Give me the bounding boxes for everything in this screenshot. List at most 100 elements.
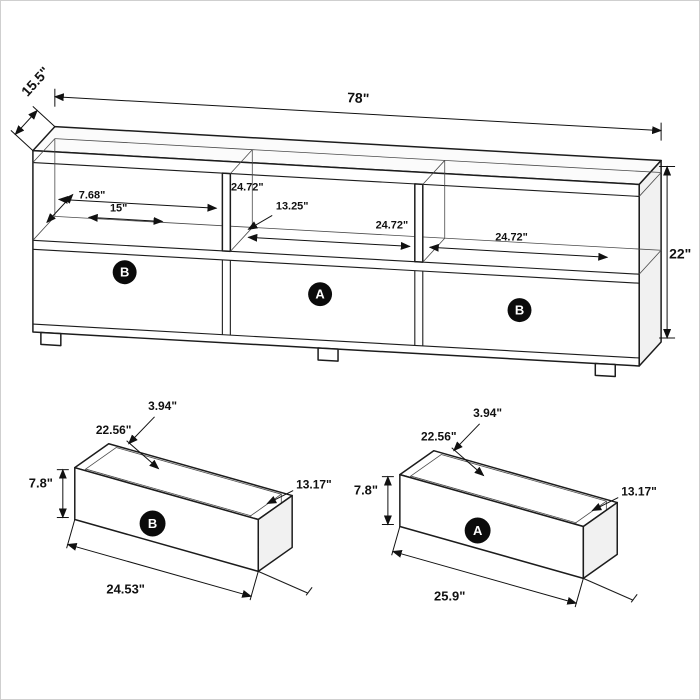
middle-opening-value: 13.25" <box>276 200 309 212</box>
edge-line <box>32 161 640 197</box>
dim-arrow <box>87 213 164 225</box>
foot <box>594 362 616 378</box>
dim-arrow <box>428 243 609 261</box>
rail-tick <box>305 586 313 596</box>
dim-drawer-b-depth: 22.56" <box>96 423 160 470</box>
dim-arrow <box>14 109 38 136</box>
edge-line <box>638 250 662 275</box>
foot <box>317 347 339 362</box>
console-drawer-fronts <box>32 259 640 359</box>
drawer-a-depth-value: 22.56" <box>421 430 457 444</box>
drawer-a-glide-rail <box>583 577 634 601</box>
console-drawing: B A B <box>32 125 662 378</box>
drawer-letter: B <box>120 265 129 280</box>
dim-middle-width: 24.72" <box>247 219 411 250</box>
base-rail-line <box>32 323 640 359</box>
drawer-b-letter: B <box>148 516 157 531</box>
foot <box>40 331 62 347</box>
shelf-bottom-edge <box>32 248 640 284</box>
leader-arrow <box>451 447 485 477</box>
console-height-value: 22" <box>669 245 691 261</box>
dim-arrow <box>391 550 578 605</box>
drawer-a-letter: A <box>473 523 483 538</box>
dim-drawer-b-inner: 13.17" <box>266 478 332 505</box>
middle-width-value: 24.72" <box>376 219 409 231</box>
dim-drawer-b-height: 7.8" <box>29 468 69 519</box>
edge-line <box>230 149 253 174</box>
left-width-value: 24.72" <box>231 181 264 193</box>
ext-line <box>32 106 56 128</box>
edge-line <box>638 172 662 197</box>
divider-front <box>414 183 424 263</box>
leader-arrow <box>127 416 155 445</box>
opening-depth-value: 7.68" <box>79 189 106 201</box>
label-circle <box>464 517 491 544</box>
drawer-a-drawing: A 7.8" 3.94" 22.56" 13.17" 25.9" <box>354 406 657 608</box>
shelf-front-edge <box>32 239 640 275</box>
dim-drawer-b-width: 24.53" <box>66 519 259 601</box>
dim-drawer-b-top: 3.94" <box>127 399 177 445</box>
dim-left-width: 24.72" <box>57 181 264 212</box>
divider-front <box>221 172 232 253</box>
drawer-a-height-value: 7.8" <box>354 483 378 498</box>
dim-left-opening: 15" <box>87 202 164 225</box>
drawer-b-top-value: 3.94" <box>148 399 177 413</box>
console-front-face <box>32 149 640 367</box>
drawer-b-width-value: 24.53" <box>106 581 145 596</box>
drawer-b-side-panel <box>257 494 293 573</box>
label-circle <box>507 298 532 323</box>
dim-middle-opening: 13.25" <box>247 200 309 230</box>
drawer-label-right: B <box>507 298 532 323</box>
ext-line <box>574 578 584 608</box>
leader-arrow <box>266 490 294 505</box>
drawer-letter: A <box>315 287 325 302</box>
right-width-value: 24.72" <box>495 231 528 243</box>
dim-drawer-a-depth: 22.56" <box>421 430 485 477</box>
left-opening-value: 15" <box>110 202 127 214</box>
drawer-b-drawing: B 7.8" 3.94" 22.56" 13.17" 24.53" <box>29 399 332 601</box>
drawer-a-top-value: 3.94" <box>473 406 502 420</box>
drawer-letter: B <box>515 303 524 318</box>
dim-drawer-a-height: 7.8" <box>354 475 394 526</box>
drawer-label-left: B <box>112 260 137 285</box>
ext-line <box>391 526 401 556</box>
console-divider-1 <box>221 149 253 253</box>
drawer-b-glide-rail <box>258 570 309 594</box>
dim-arrow <box>57 195 218 212</box>
edge-line <box>422 160 446 185</box>
dim-arrow <box>247 233 411 250</box>
leader-arrow <box>453 423 480 452</box>
console-depth-value: 15.5" <box>18 64 53 100</box>
edge-line <box>32 138 56 163</box>
dim-drawer-a-top: 3.94" <box>453 406 502 452</box>
dim-console-width: 78" <box>53 88 663 141</box>
drawer-a-width-value: 25.9" <box>434 588 465 603</box>
drawer-a-side-panel <box>582 501 618 580</box>
drawer-b-height-value: 7.8" <box>29 476 53 491</box>
ext-line <box>10 129 34 151</box>
drawer-b-depth-value: 22.56" <box>96 423 132 437</box>
console-width-value: 78" <box>347 89 370 106</box>
ext-line <box>249 571 259 601</box>
edge-line <box>230 227 253 252</box>
ext-line <box>66 519 76 549</box>
drawer-label-middle: A <box>308 282 333 307</box>
label-circle <box>308 282 333 307</box>
label-circle <box>112 260 137 285</box>
dim-arrow <box>53 93 663 135</box>
console-feet <box>40 331 616 378</box>
dim-right-width: 24.72" <box>428 231 609 261</box>
rail-tick <box>630 593 638 603</box>
label-circle <box>139 510 166 537</box>
drawer-b-inner-value: 13.17" <box>296 478 332 492</box>
dim-arrow <box>66 543 253 598</box>
drawer-a-inner-value: 13.17" <box>621 485 657 499</box>
edge-line <box>54 138 662 173</box>
leader-arrow <box>126 440 160 470</box>
console-right-face <box>638 159 662 367</box>
dim-drawer-a-inner: 13.17" <box>591 485 657 511</box>
leader-arrow <box>247 214 273 230</box>
dim-console-height: 22" <box>659 165 691 340</box>
